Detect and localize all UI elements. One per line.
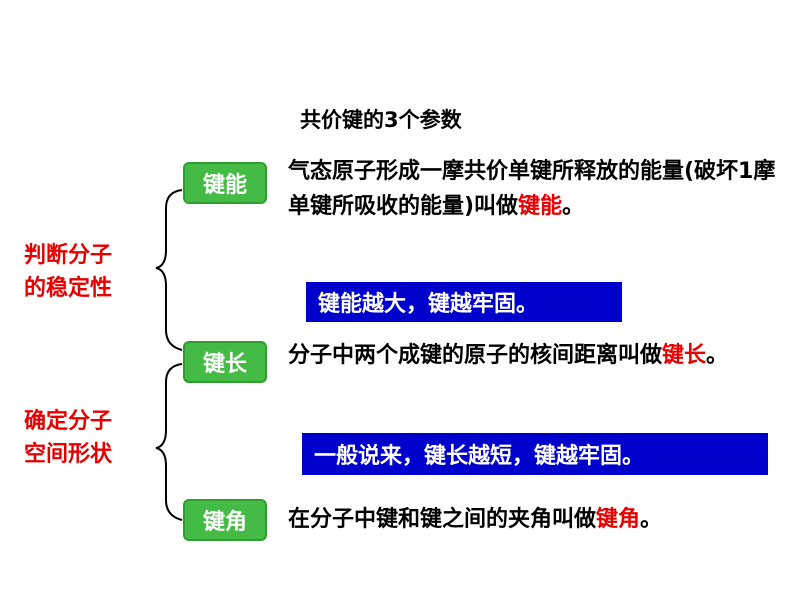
bond-energy-box: 键能 <box>183 162 267 204</box>
shape-label: 确定分子 空间形状 <box>24 409 113 467</box>
page-title: 共价键的3个参数 <box>300 108 462 132</box>
bond-angle-description: 在分子中键和键之间的夹角叫做键角。 <box>288 507 663 532</box>
stability-label: 判断分子 的稳定性 <box>24 243 113 301</box>
brace-stability <box>155 189 183 351</box>
bond-length-note: 一般说来，键长越短，键越牢固。 <box>302 433 768 475</box>
bond-energy-description: 气态原子形成一摩共价单键所释放的能量(破坏1摩单键所吸收的能量)叫做键能。 <box>288 159 776 219</box>
bond-energy-note: 键能越大，键越牢固。 <box>306 282 622 322</box>
bond-length-box: 键长 <box>183 341 267 383</box>
bond-angle-box: 键角 <box>183 499 267 541</box>
brace-shape <box>155 363 183 521</box>
bond-length-description: 分子中两个成键的原子的核间距离叫做键长。 <box>288 343 729 368</box>
